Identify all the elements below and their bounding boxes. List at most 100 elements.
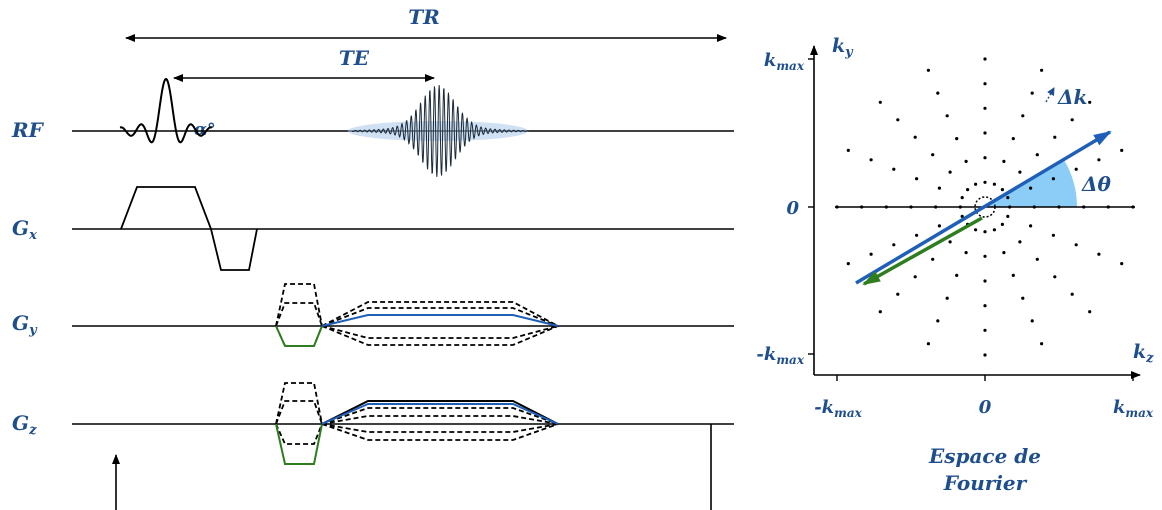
delta-k-arrow: [1045, 87, 1055, 103]
kspace-sample-dot: [1000, 222, 1005, 226]
kspace-sample-dot: [896, 118, 900, 122]
kspace-sample-dot: [936, 91, 940, 95]
kspace-sample-dot: [964, 251, 968, 255]
channel-label-gx: Gx: [12, 216, 37, 243]
gx-readout-lobe: [120, 186, 258, 271]
rf-excitation-pulse: [119, 77, 213, 144]
kspace-sample-dot: [1070, 118, 1074, 122]
ky-neg-kmax-label: -kmax: [756, 344, 804, 367]
gz-readout-solid: [321, 400, 559, 425]
kspace-sample-dot: [892, 243, 896, 247]
kspace-sample-dot: [992, 182, 997, 186]
kspace-sample-dot: [983, 328, 987, 332]
kspace-sample-dot: [983, 106, 987, 110]
kspace-sample-dot: [960, 196, 964, 200]
kz-neg-kmax-label: -kmax: [814, 397, 862, 420]
kspace-sample-dot: [1053, 135, 1057, 139]
kspace-sample-dot: [945, 296, 949, 300]
kspace-sample-dot: [1035, 257, 1039, 261]
kspace-sample-dot: [966, 188, 970, 192]
kspace-sample-dot: [1120, 148, 1124, 152]
kspace-sample-dot: [974, 182, 978, 186]
kspace-sample-dot: [983, 279, 987, 283]
kspace-sample-dot: [869, 158, 873, 162]
kspace-sample-dot: [1000, 188, 1005, 192]
ky-kmax-label: kmax: [764, 50, 805, 73]
kspace-sample-dot: [1006, 214, 1010, 218]
kspace-sample-dot: [1120, 262, 1124, 266]
kspace-sample-dot: [992, 228, 997, 232]
kspace-panel: ky kz kmax 0 -kmax -kmax 0 kmax Δk Δθ Es…: [756, 35, 1154, 495]
kspace-sample-dot: [896, 292, 900, 296]
kspace-sample-dot: [892, 167, 896, 171]
kspace-caption-line1: Espace de: [928, 444, 1041, 468]
kspace-sample-dot: [926, 342, 931, 346]
kspace-sample-dot: [869, 252, 873, 256]
kspace-sample-dot: [846, 262, 850, 266]
axis-ticks: [808, 58, 1134, 381]
kspace-sample-dot: [1006, 196, 1010, 200]
kspace-sample-dot: [1018, 240, 1022, 244]
kspace-sample-dot: [1030, 91, 1034, 95]
kspace-sample-dot: [983, 304, 987, 308]
kspace-sample-dot: [1021, 296, 1025, 300]
kspace-sample-dot: [983, 230, 987, 234]
te-label: TE: [339, 46, 370, 70]
kspace-sample-dot: [1029, 224, 1033, 228]
gz-readout-table: [321, 407, 559, 441]
flip-angle-label: α°: [194, 120, 216, 140]
readout-spoke-arrow: [855, 130, 1112, 285]
gz-green-lobe: [275, 423, 323, 465]
kspace-sample-dot: [931, 153, 935, 157]
kspace-sample-dot: [945, 114, 949, 118]
kspace-sample-dot: [1040, 68, 1044, 72]
kspace-sample-dot: [983, 180, 987, 184]
kspace-sample-dot: [1002, 251, 1006, 255]
kspace-sample-dot: [1018, 170, 1022, 174]
kz-zero-label: 0: [979, 397, 992, 418]
kspace-sample-dot: [1051, 233, 1055, 237]
channel-label-gz: Gz: [12, 411, 37, 438]
kspace-sample-dot: [913, 275, 917, 279]
kspace-sample-dot: [915, 177, 919, 181]
kspace-sample-dot: [931, 257, 935, 261]
kspace-sample-dot: [955, 137, 959, 141]
kspace-sample-dot: [936, 319, 940, 323]
kspace-sample-dot: [913, 135, 917, 139]
kspace-sample-dot: [1074, 243, 1078, 247]
kspace-sample-dot: [1070, 292, 1074, 296]
kz-axis-label: kz: [1133, 341, 1154, 366]
kspace-sample-dot: [937, 224, 942, 228]
ky-axis-label: ky: [832, 35, 854, 60]
kspace-sample-dot: [1030, 319, 1034, 323]
gy-blue-lobe: [321, 314, 559, 327]
kspace-sample-dot: [937, 186, 942, 190]
gz-phase-table: [275, 382, 323, 445]
kspace-sample-dot: [983, 254, 987, 258]
prephase-arrow: [862, 216, 983, 286]
kspace-sample-dot: [846, 148, 850, 152]
kz-kmax-label: kmax: [1113, 397, 1154, 420]
kspace-caption-line2: Fourier: [943, 471, 1028, 495]
kspace-sample-dot: [1097, 252, 1101, 256]
kspace-sample-dot: [878, 310, 882, 314]
kspace-sample-dot: [1029, 186, 1033, 190]
delta-theta-label: Δθ: [1081, 172, 1112, 196]
kspace-sample-dot: [1011, 273, 1015, 277]
kspace-sample-dot: [948, 170, 952, 174]
kspace-sample-dot: [964, 159, 968, 163]
gz-blue-lobe: [321, 403, 559, 425]
kspace-sample-dot: [983, 131, 987, 135]
delta-theta-wedge: [985, 159, 1077, 207]
kspace-sample-dot: [983, 82, 987, 86]
gy-readout-table: [321, 301, 559, 346]
ky-zero-label: 0: [786, 198, 799, 219]
channel-label-gy: Gy: [12, 311, 38, 338]
kspace-sample-dot: [1088, 310, 1092, 314]
kspace-sample-dot: [983, 353, 987, 357]
gy-green-lobe: [275, 325, 323, 347]
kspace-sample-dot: [1021, 114, 1025, 118]
kspace-sample-dot: [974, 228, 978, 232]
kspace-sample-dot: [1097, 158, 1101, 162]
